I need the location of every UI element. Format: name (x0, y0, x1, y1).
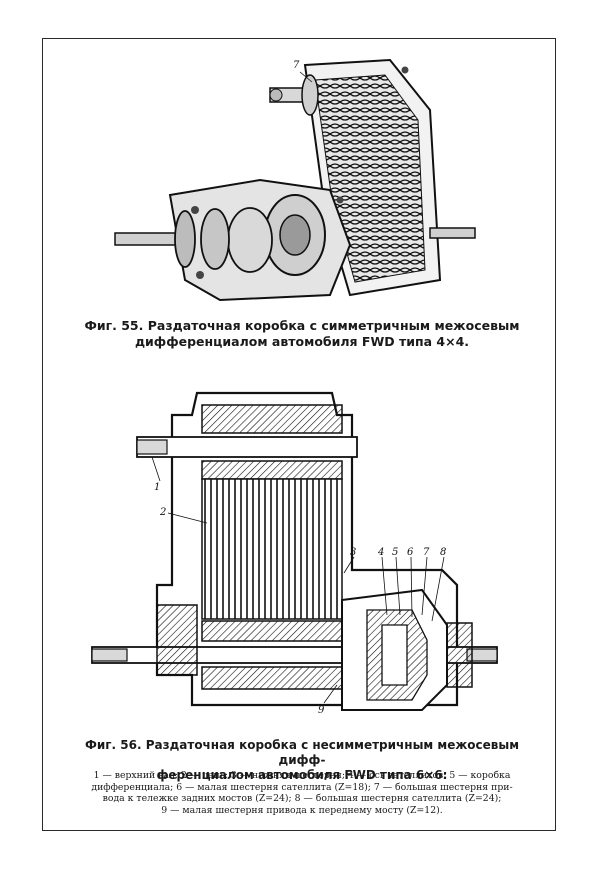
figure-55-caption-line-2: дифференциалом автомобиля FWD типа 4×4. (134, 334, 470, 349)
legend-line-1: 1 — верхний вал; 2 — цепь; 3 — нижняя ше… (93, 770, 511, 781)
figure-56-caption: Фиг. 56. Раздаточная коробка с несимметр… (60, 738, 544, 783)
figure-55-caption: Фиг. 55. Раздаточная коробка с симметрич… (72, 318, 532, 350)
fig55-callout-7: 7 (293, 60, 300, 71)
figure-55-illustration: 7 (114, 58, 476, 302)
fig56-callout-8: 8 (440, 547, 446, 558)
figure-56-caption-line-2: ференциалом автомобиля FWD типа 6×6: (156, 768, 448, 782)
fig56-callout-2: 2 (159, 507, 166, 518)
legend-line-4: 9 — малая шестерня привода к переднему м… (161, 804, 443, 816)
page-frame (42, 38, 556, 831)
figure-56-section-drawing: 1 2 3 4 5 6 7 8 9 (91, 391, 498, 716)
fig56-callout-9: 9 (318, 705, 325, 716)
fig56-callout-4: 4 (377, 547, 384, 558)
figure-56-legend: 1 — верхний вал; 2 — цепь; 3 — нижняя ше… (62, 770, 542, 816)
fig56-callout-3: 3 (350, 547, 356, 558)
figure-56-caption-line-1: Фиг. 56. Раздаточная коробка с несимметр… (84, 738, 520, 767)
fig56-callout-1: 1 (154, 482, 160, 493)
figure-55-caption-line-1: Фиг. 55. Раздаточная коробка с симметрич… (84, 318, 520, 333)
legend-line-2: дифференциала; 6 — малая шестерня сателл… (91, 781, 513, 793)
fig56-callout-6: 6 (407, 547, 414, 558)
legend-line-3: вода к тележке задних мостов (Z=24); 8 —… (102, 793, 502, 804)
fig56-callout-7: 7 (423, 547, 430, 558)
fig56-callout-5: 5 (392, 547, 398, 558)
